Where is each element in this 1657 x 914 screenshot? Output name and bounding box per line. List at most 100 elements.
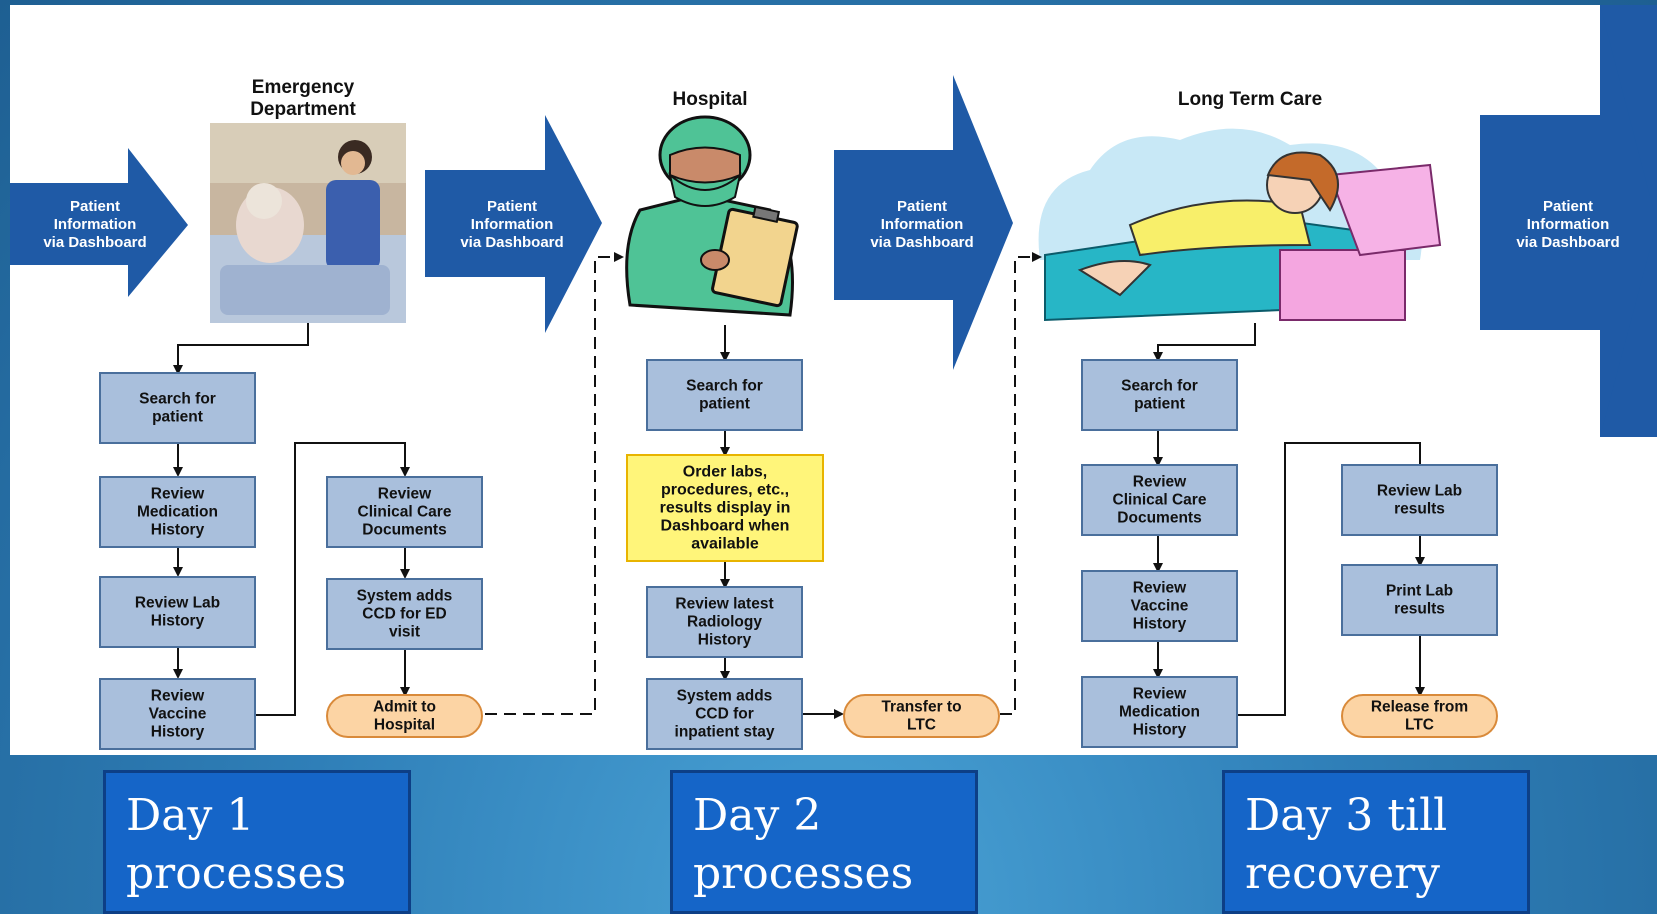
arrow-4-line3: via Dashboard — [1516, 234, 1619, 251]
hosp-order-labs-label-3: results display in — [660, 500, 791, 517]
ed-review-clinical-docs-label-1: Review — [378, 486, 432, 503]
ltc-search-for-patient-label-2: patient — [1134, 396, 1185, 413]
hosp-order-labs-label-5: available — [691, 536, 759, 553]
ed-review-medication-label-1: Review — [151, 486, 205, 503]
ltc-review-medication-label-3: History — [1133, 722, 1187, 739]
hosp-system-adds-ccd-label-2: CCD for — [695, 706, 754, 723]
ed-review-medication-label-2: Medication — [137, 504, 218, 521]
ltc-search-for-patient-label-1: Search for — [1121, 378, 1198, 395]
ed-search-for-patient-shape — [99, 372, 256, 444]
hosp-system-adds-ccd-shape — [646, 678, 803, 750]
arrow-1-line3: via Dashboard — [43, 234, 146, 251]
dashboard-arrow-3: Patient Information via Dashboard — [834, 75, 1013, 370]
dashboard-arrow-1: Patient Information via Dashboard — [10, 148, 188, 297]
ed-search-for-patient-label-2: patient — [152, 409, 203, 426]
hosp-review-radiology-label-2: Radiology — [687, 614, 762, 631]
ed-review-lab-history-label-2: History — [151, 613, 205, 630]
workflow-diagram: Patient Information via Dashboard Patien… — [10, 5, 1657, 750]
dashboard-arrow-4: Patient Information via Dashboard — [1480, 5, 1657, 437]
hosp-review-radiology-shape — [646, 586, 803, 658]
hosp-system-adds-ccd-label-1: System adds — [677, 688, 773, 705]
ltc-review-clinical-docs-label-2: Clinical Care — [1113, 492, 1207, 509]
ltc-search-for-patient-shape — [1081, 359, 1238, 431]
ed-review-vaccine-history-shape — [99, 678, 256, 750]
ed-admit-to-hospital-shape — [326, 694, 483, 738]
ltc-review-vaccine-label-2: Vaccine — [1131, 598, 1189, 615]
diagram-canvas: Patient Information via Dashboard Patien… — [10, 5, 1657, 755]
ltc-print-lab-results-shape — [1341, 564, 1498, 636]
hosp-order-labs: Order labs,procedures, etc.,results disp… — [626, 454, 824, 562]
arrow-1-line2: Information — [54, 216, 137, 233]
hosp-search-for-patient-label-2: patient — [699, 396, 750, 413]
arrow-4-line1: Patient — [1543, 198, 1593, 215]
ed-system-adds-ccd-label-3: visit — [389, 624, 420, 641]
ed-review-medication-shape — [99, 476, 256, 548]
arrow-3-line2: Information — [881, 216, 964, 233]
arrow-3-line1: Patient — [897, 198, 947, 215]
ed-review-vaccine-history-label-3: History — [151, 724, 205, 741]
ltc-release-from-ltc-shape — [1341, 694, 1498, 738]
emergency-photo — [210, 123, 406, 323]
ltc-review-lab-results-label-2: results — [1394, 501, 1445, 518]
ed-review-clinical-docs-shape — [326, 476, 483, 548]
ltc-review-vaccine-label-3: History — [1133, 616, 1187, 633]
ltc-review-medication-label-1: Review — [1133, 686, 1187, 703]
ed-review-medication-label-3: History — [151, 522, 205, 539]
ltc-patient-illustration — [1038, 128, 1442, 322]
ed-review-vaccine-history-label-2: Vaccine — [149, 706, 207, 723]
emergency-title-line1: Emergency — [252, 77, 355, 98]
hosp-transfer-to-ltc-shape — [843, 694, 1000, 738]
arrow-2-line2: Information — [471, 216, 554, 233]
ltc-review-medication-shape — [1081, 676, 1238, 748]
ltc-title: Long Term Care — [1178, 89, 1322, 110]
ltc-release-from-ltc-label-1: Release from — [1371, 699, 1468, 716]
ed-system-adds-ccd-shape — [326, 578, 483, 650]
arrow-2-line3: via Dashboard — [460, 234, 563, 251]
ed-review-vaccine-history-label-1: Review — [151, 688, 205, 705]
ltc-release-from-ltc-label-2: LTC — [1405, 717, 1434, 734]
ed-review-clinical-docs-label-3: Documents — [362, 522, 446, 539]
hosp-transfer-to-ltc-label-2: LTC — [907, 717, 936, 734]
ltc-review-clinical-docs-label-3: Documents — [1117, 510, 1201, 527]
ltc-print-lab-results-label-2: results — [1394, 601, 1445, 618]
day2-box: Day 2 processes — [670, 770, 978, 914]
ed-admit-to-hospital-label-2: Hospital — [374, 717, 435, 734]
hosp-review-radiology-label-1: Review latest — [675, 596, 773, 613]
dashed-connectors — [485, 252, 1042, 715]
day3-box: Day 3 till recovery — [1222, 770, 1530, 914]
hosp-order-labs-label-4: Dashboard when — [661, 518, 790, 535]
ed-search-for-patient-label-1: Search for — [139, 391, 216, 408]
surgeon-illustration — [625, 115, 799, 317]
hosp-search-for-patient-shape — [646, 359, 803, 431]
hosp-order-labs-label-1: Order labs, — [683, 464, 767, 481]
ltc-review-vaccine-label-1: Review — [1133, 580, 1187, 597]
ltc-review-medication-label-2: Medication — [1119, 704, 1200, 721]
ed-admit-to-hospital-label-1: Admit to — [373, 699, 436, 716]
ltc-review-vaccine-shape — [1081, 570, 1238, 642]
ltc-review-lab-results-shape — [1341, 464, 1498, 536]
arrow-1-line1: Patient — [70, 198, 120, 215]
ltc-print-lab-results-label-1: Print Lab — [1386, 583, 1453, 600]
dashboard-arrow-2: Patient Information via Dashboard — [425, 115, 602, 333]
day1-box: Day 1 processes — [103, 770, 411, 914]
ed-review-lab-history-label-1: Review Lab — [135, 595, 220, 612]
connectors — [173, 323, 1425, 719]
ed-system-adds-ccd-label-2: CCD for ED — [362, 606, 446, 623]
arrow-4-line2: Information — [1527, 216, 1610, 233]
ltc-review-clinical-docs-shape — [1081, 464, 1238, 536]
